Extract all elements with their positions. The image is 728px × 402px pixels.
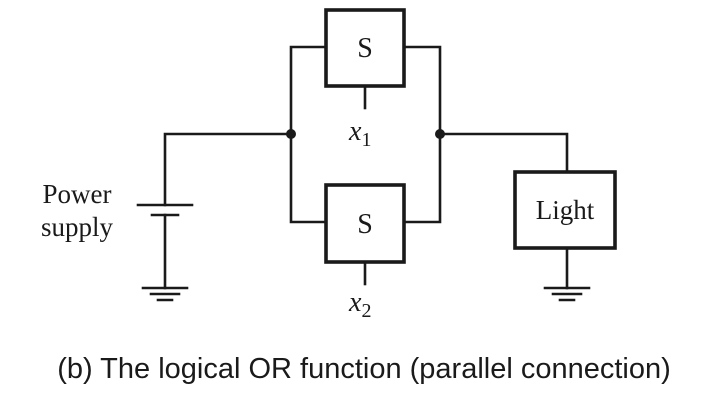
figure-caption: (b) The logical OR function (parallel co… (57, 353, 671, 385)
ground-symbol-right (543, 286, 591, 302)
light-label: Light (536, 195, 595, 225)
junction-left (286, 129, 296, 139)
switch-top: S (324, 8, 406, 88)
ground-symbol-left (141, 286, 189, 302)
switch-top-variable: x1 (348, 116, 371, 151)
switch-bottom: S (324, 183, 406, 264)
switch-bottom-variable: x2 (348, 287, 371, 322)
light-box: Light (513, 170, 617, 250)
switch-bottom-label: S (357, 209, 373, 240)
battery-symbol (136, 203, 194, 217)
power-supply-label-line2: supply (41, 212, 114, 242)
circuit-wires (163, 45, 569, 290)
power-supply-label-line1: Power (43, 179, 112, 209)
switch-top-label: S (357, 33, 373, 64)
junction-right (435, 129, 445, 139)
